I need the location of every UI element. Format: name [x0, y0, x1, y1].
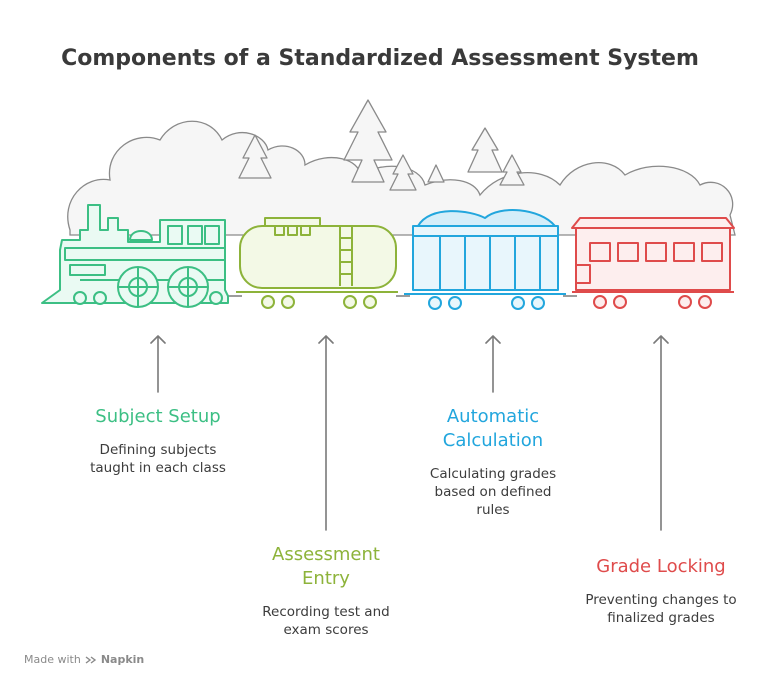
label-grade-locking: Grade Locking — [596, 556, 726, 577]
napkin-footer: Made with Napkin — [24, 653, 144, 666]
pine-trees — [238, 99, 525, 191]
diagram-title: Components of a Standardized Assessment … — [61, 46, 699, 71]
pointer-arrows — [150, 335, 669, 531]
footer-prefix: Made with — [24, 653, 81, 666]
passenger-car — [571, 217, 735, 309]
arrow-subject-setup — [150, 335, 166, 393]
desc-grade-locking: Preventing changes to finalized grades — [585, 592, 737, 626]
desc-automatic-calculation: Calculating grades based on defined rule… — [429, 466, 557, 518]
arrow-assessment-entry — [318, 335, 334, 531]
footer-brand: Napkin — [100, 653, 145, 666]
napkin-logo-icon — [85, 655, 96, 664]
label-subject-setup: Subject Setup — [95, 406, 221, 427]
desc-assessment-entry: Recording test and exam scores — [262, 604, 390, 638]
desc-subject-setup: Defining subjects taught in each class — [90, 442, 226, 476]
arrow-automatic-calculation — [485, 335, 501, 393]
arrow-grade-locking — [653, 335, 669, 531]
tank-car — [236, 217, 398, 309]
locomotive — [41, 204, 229, 308]
label-automatic-calculation: Automatic Calculation — [442, 406, 544, 451]
hopper-car — [404, 209, 566, 310]
label-assessment-entry: Assessment Entry — [272, 544, 380, 589]
